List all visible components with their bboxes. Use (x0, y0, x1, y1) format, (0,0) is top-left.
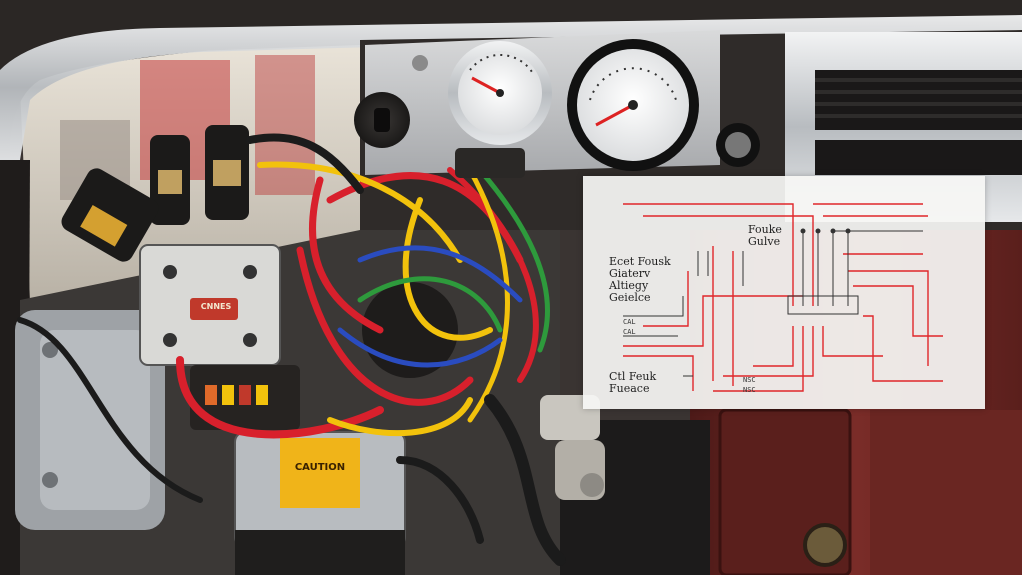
diagram-tag-left: CAL (623, 318, 636, 326)
diagram-label-left-3: Altiegy (609, 279, 649, 292)
harness-connector (455, 148, 525, 178)
intake-dome (362, 282, 458, 378)
diagram-label-left-2: Giaterv (609, 267, 651, 280)
relay-top-2 (205, 125, 249, 220)
diagram-tag-left-2: CAL (623, 328, 636, 336)
diagram-tag-bottom: NSC (743, 376, 756, 384)
wiring-diagram-lines (623, 203, 943, 392)
relay-top-1 (150, 135, 190, 225)
warning-module (234, 431, 406, 548)
diagram-label-left-1: Ecet Fousk (609, 255, 671, 268)
left-gauge (448, 41, 552, 145)
junction-module (139, 244, 281, 366)
fuse-block (190, 365, 300, 430)
diagram-tag-bottom-2: NSC (743, 386, 756, 394)
relay-side (61, 168, 159, 262)
module-plate-text: CNNES (200, 302, 232, 311)
door-chrome-trim (0, 15, 1022, 160)
right-gauge (567, 39, 699, 171)
warning-label-text: CAUTION (294, 462, 346, 473)
diagram-label-bottom: Ctl Feuk Fueace (609, 370, 657, 395)
wiring-diagram-overlay: Fouke Gulve Ecet Fousk Giaterv Altiegy G… (583, 176, 985, 409)
diagram-label-left-4: Geielce (609, 291, 651, 304)
ignition-switch (354, 92, 410, 148)
diagram-label-top: Fouke Gulve (748, 223, 782, 248)
headlight-knob (716, 123, 760, 167)
wiring-harness (17, 133, 566, 566)
